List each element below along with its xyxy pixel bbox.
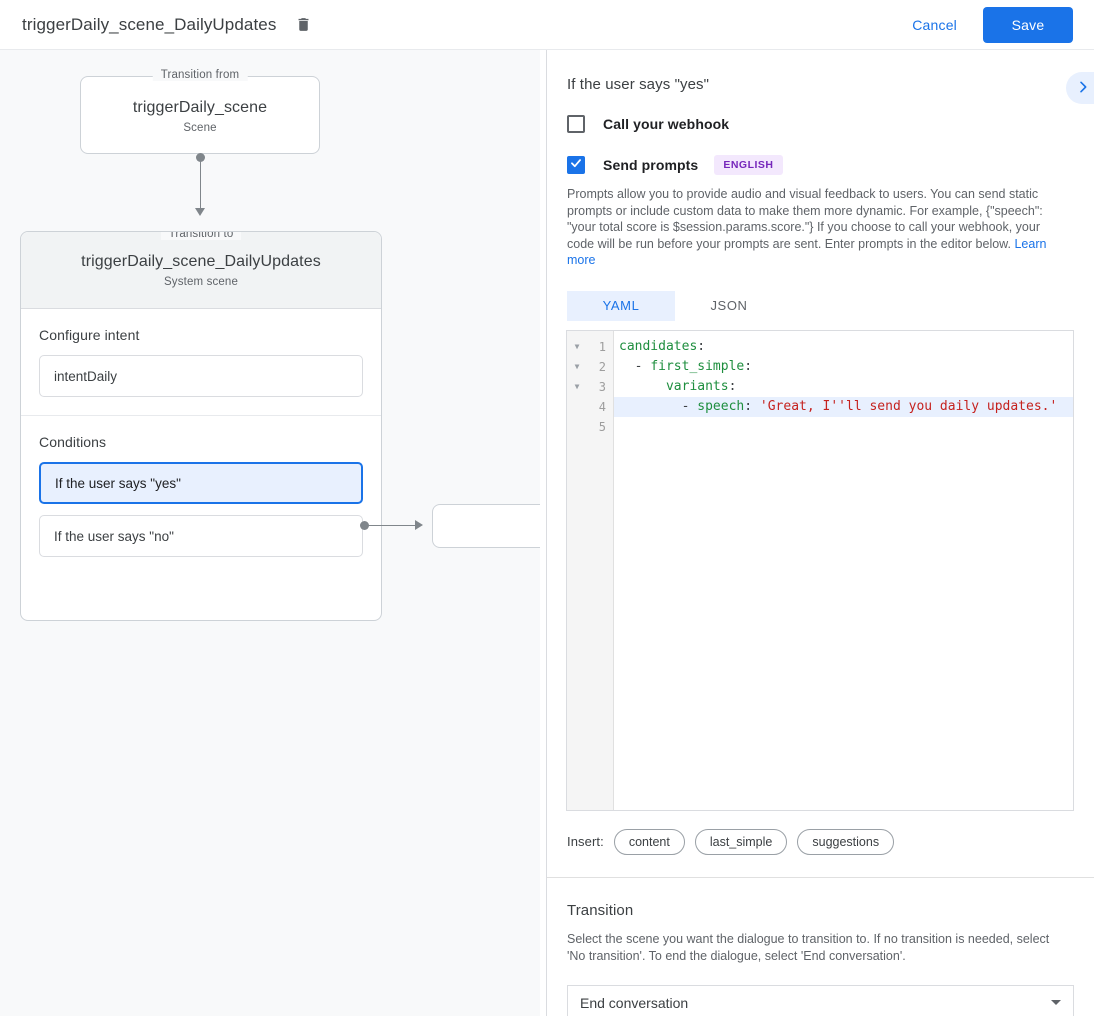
send-prompts-checkbox[interactable] xyxy=(567,156,585,174)
connector-dot-condition xyxy=(360,521,369,530)
insert-row: Insert: content last_simple suggestions xyxy=(567,828,1094,855)
insert-chip-suggestions[interactable]: suggestions xyxy=(797,828,895,855)
prompts-help-text: Prompts allow you to provide audio and v… xyxy=(547,186,1067,269)
check-icon xyxy=(569,156,583,175)
gutter-row: 4 xyxy=(567,397,613,417)
fold-arrow-icon[interactable]: ▼ xyxy=(574,341,580,351)
tab-json[interactable]: JSON xyxy=(675,291,783,321)
transition-select[interactable]: End conversation xyxy=(567,984,1074,1016)
insert-label: Insert: xyxy=(567,834,604,849)
connector-line-vertical xyxy=(199,158,201,210)
connector-arrow-down xyxy=(195,208,205,216)
send-prompts-row[interactable]: Send prompts ENGLISH xyxy=(547,155,1094,175)
panel-title: If the user says "yes" xyxy=(567,76,710,93)
chevron-down-icon xyxy=(1051,1000,1061,1005)
save-button[interactable]: Save xyxy=(983,6,1073,43)
node-from-title: triggerDaily_scene xyxy=(132,99,268,116)
gutter-row: ▼ 2 xyxy=(567,357,613,377)
connector-line-horizontal xyxy=(368,524,416,526)
node-to-title: triggerDaily_scene_DailyUpdates xyxy=(81,252,321,270)
collapse-panel-button[interactable] xyxy=(1066,72,1094,104)
intent-field[interactable]: intentDaily xyxy=(39,355,363,397)
node-from-subtitle: Scene xyxy=(183,122,217,134)
graph-canvas[interactable]: Transition from triggerDaily_scene Scene… xyxy=(0,50,540,1016)
code-line-5 xyxy=(614,417,1073,437)
node-next-clipped[interactable] xyxy=(432,504,540,548)
line-number: 4 xyxy=(598,399,606,414)
top-bar: triggerDaily_scene_DailyUpdates Cancel S… xyxy=(0,0,1094,50)
editor-gutter: ▼ 1 ▼ 2 ▼ 3 4 5 xyxy=(567,330,614,810)
panel-divider xyxy=(546,50,547,1016)
conditions-section: Conditions If the user says "yes" If the… xyxy=(21,415,381,575)
conditions-label: Conditions xyxy=(39,434,107,450)
gutter-row: ▼ 3 xyxy=(567,377,613,397)
tab-yaml[interactable]: YAML xyxy=(567,290,675,321)
code-editor[interactable]: ▼ 1 ▼ 2 ▼ 3 4 5 candidates: - first_sim xyxy=(566,329,1074,811)
node-from-legend: Transition from xyxy=(152,69,248,81)
gutter-row: 5 xyxy=(567,417,613,437)
fold-arrow-icon[interactable]: ▼ xyxy=(574,381,580,391)
condition-item-yes[interactable]: If the user says "yes" xyxy=(39,462,363,504)
node-transition-to[interactable]: Transition to triggerDaily_scene_DailyUp… xyxy=(20,231,382,621)
code-line-3: variants: xyxy=(665,378,737,394)
connector-dot-from xyxy=(196,153,205,162)
configure-intent-section: Configure intent intentDaily xyxy=(21,309,381,415)
language-badge: ENGLISH xyxy=(714,155,783,175)
editor-code-area[interactable]: candidates: - first_simple: variants: - … xyxy=(614,331,1073,810)
node-to-header: triggerDaily_scene_DailyUpdates System s… xyxy=(21,232,381,309)
delete-button[interactable] xyxy=(290,12,316,38)
webhook-label: Call your webhook xyxy=(603,116,730,132)
section-divider xyxy=(547,876,1094,878)
insert-chip-content[interactable]: content xyxy=(613,828,685,855)
transition-select-value: End conversation xyxy=(580,994,689,1011)
node-transition-from[interactable]: Transition from triggerDaily_scene Scene xyxy=(80,69,320,154)
code-line-4: - speech: 'Great, I''ll send you daily u… xyxy=(614,396,1073,417)
configure-intent-label: Configure intent xyxy=(39,327,140,343)
gutter-row: ▼ 1 xyxy=(567,337,613,357)
condition-item-no[interactable]: If the user says "no" xyxy=(39,515,363,557)
transition-section: Transition Select the scene you want the… xyxy=(547,878,1094,1016)
code-line-2: - first_simple: xyxy=(619,358,753,374)
insert-chip-last-simple[interactable]: last_simple xyxy=(694,828,788,855)
code-line-1: candidates: xyxy=(619,338,706,354)
transition-title: Transition xyxy=(567,901,634,919)
connector-arrow-right xyxy=(415,520,423,530)
send-prompts-label: Send prompts xyxy=(603,157,699,173)
format-tabs: YAML JSON xyxy=(567,290,1094,321)
prompts-help-body: Prompts allow you to provide audio and v… xyxy=(567,187,1043,251)
line-number: 1 xyxy=(598,339,606,354)
webhook-row[interactable]: Call your webhook xyxy=(547,115,1094,133)
line-number: 5 xyxy=(598,419,606,434)
chevron-right-icon xyxy=(1075,79,1091,98)
page-title: triggerDaily_scene_DailyUpdates xyxy=(22,14,277,34)
trash-icon xyxy=(295,16,312,33)
transition-description: Select the scene you want the dialogue t… xyxy=(567,931,1050,963)
line-number: 2 xyxy=(598,359,606,374)
learn-more-link[interactable]: Learn more xyxy=(567,236,1047,268)
panel-header: If the user says "yes" xyxy=(547,50,1094,104)
node-to-subtitle: System scene xyxy=(163,275,239,288)
cancel-button[interactable]: Cancel xyxy=(900,9,969,41)
line-number: 3 xyxy=(598,379,606,394)
webhook-checkbox[interactable] xyxy=(567,115,585,133)
details-panel: If the user says "yes" Call your webhook… xyxy=(547,50,1094,1016)
fold-arrow-icon[interactable]: ▼ xyxy=(574,361,580,371)
